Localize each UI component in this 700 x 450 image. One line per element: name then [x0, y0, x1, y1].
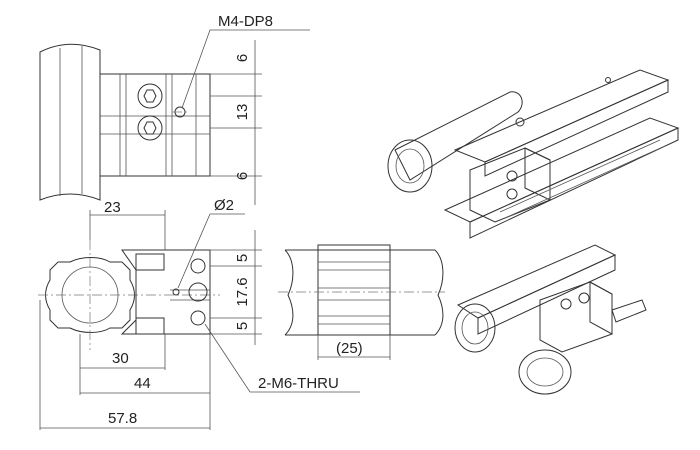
- upper-rail-side: [484, 79, 669, 177]
- rail-slot-lines: [499, 139, 666, 219]
- m6-hole-top: [190, 258, 206, 274]
- label-dim-17-6: 17.6: [234, 277, 251, 306]
- m6-hole-middle: [188, 282, 208, 302]
- iso-assembly-bottom: [454, 244, 647, 395]
- bolt-shaft: [611, 299, 647, 323]
- label-dim-5-bottom: 5: [234, 322, 251, 330]
- bolt-head-top: [137, 83, 163, 109]
- leader-line-m6: [204, 323, 360, 393]
- label-dim-5-top: 5: [234, 254, 251, 262]
- hex-socket-icon: [143, 121, 157, 135]
- label-dim-44: 44: [134, 375, 151, 392]
- label-dim-6-bottom: 6: [234, 172, 251, 180]
- side-view: [278, 244, 445, 360]
- copper-clamp-bottom-side: [589, 281, 613, 335]
- eye-ring: [518, 349, 572, 395]
- clamp-bolt-iso: [506, 170, 518, 182]
- tube-break-left: [284, 249, 294, 336]
- phi2-pin-hole: [172, 288, 180, 296]
- label-dim-phi2: Ø2: [214, 197, 234, 214]
- label-dim-57-8: 57.8: [108, 410, 137, 427]
- lower-rail: [443, 117, 680, 223]
- front-view: [38, 210, 360, 430]
- clamp-side-lines: [318, 261, 390, 325]
- label-dim-30: 30: [112, 350, 129, 367]
- tube-end-iso: [387, 139, 433, 193]
- clamp-block-top: [99, 73, 211, 177]
- clamp-bolt-iso: [578, 292, 590, 304]
- leader-line-phi2: [177, 213, 245, 289]
- tube-bore-iso-bottom: [461, 311, 489, 345]
- round-tube-iso: [394, 91, 523, 181]
- label-2-m6-thru: 2-M6-THRU: [258, 375, 339, 392]
- clamp-slot-top: [135, 253, 165, 271]
- tube-end-iso-bottom: [454, 303, 496, 353]
- rail-hole: [605, 77, 611, 83]
- label-dim-23: 23: [104, 199, 121, 216]
- label-m4-dp8: M4-DP8: [218, 13, 273, 30]
- eye-ring-inner: [526, 357, 564, 387]
- label-dim-6-top: 6: [234, 54, 251, 62]
- copper-clamp-side: [524, 147, 551, 201]
- tube-break-right: [434, 249, 444, 336]
- tube-profile-front: [45, 257, 135, 333]
- copper-clamp-top: [469, 147, 551, 223]
- clamp-bolt-iso: [560, 298, 572, 310]
- label-dim-25: (25): [336, 340, 363, 357]
- rail-hole: [515, 117, 525, 127]
- lower-rail-side: [469, 127, 679, 239]
- upper-rail: [453, 69, 670, 163]
- label-dim-13: 13: [234, 104, 251, 121]
- leader-line-m4: [181, 29, 310, 109]
- hex-socket-icon: [143, 89, 157, 103]
- clamp-body-front: [120, 249, 211, 335]
- tube-outline-top: [39, 43, 101, 201]
- tube-hidden-lines-top: [59, 46, 83, 196]
- clamp-block-lines: [100, 74, 210, 176]
- tube-bore-iso: [395, 148, 425, 184]
- top-view: [39, 29, 310, 205]
- tube-bottom-side: [477, 254, 616, 335]
- clamp-side: [317, 244, 391, 336]
- clamp-bolt-iso: [506, 188, 518, 200]
- clamp-slot-bottom: [135, 317, 165, 335]
- iso-assembly-top: [387, 69, 680, 239]
- copper-clamp-bottom: [539, 281, 613, 353]
- m6-hole-bottom: [190, 310, 206, 326]
- bolt-head-bottom: [137, 115, 163, 141]
